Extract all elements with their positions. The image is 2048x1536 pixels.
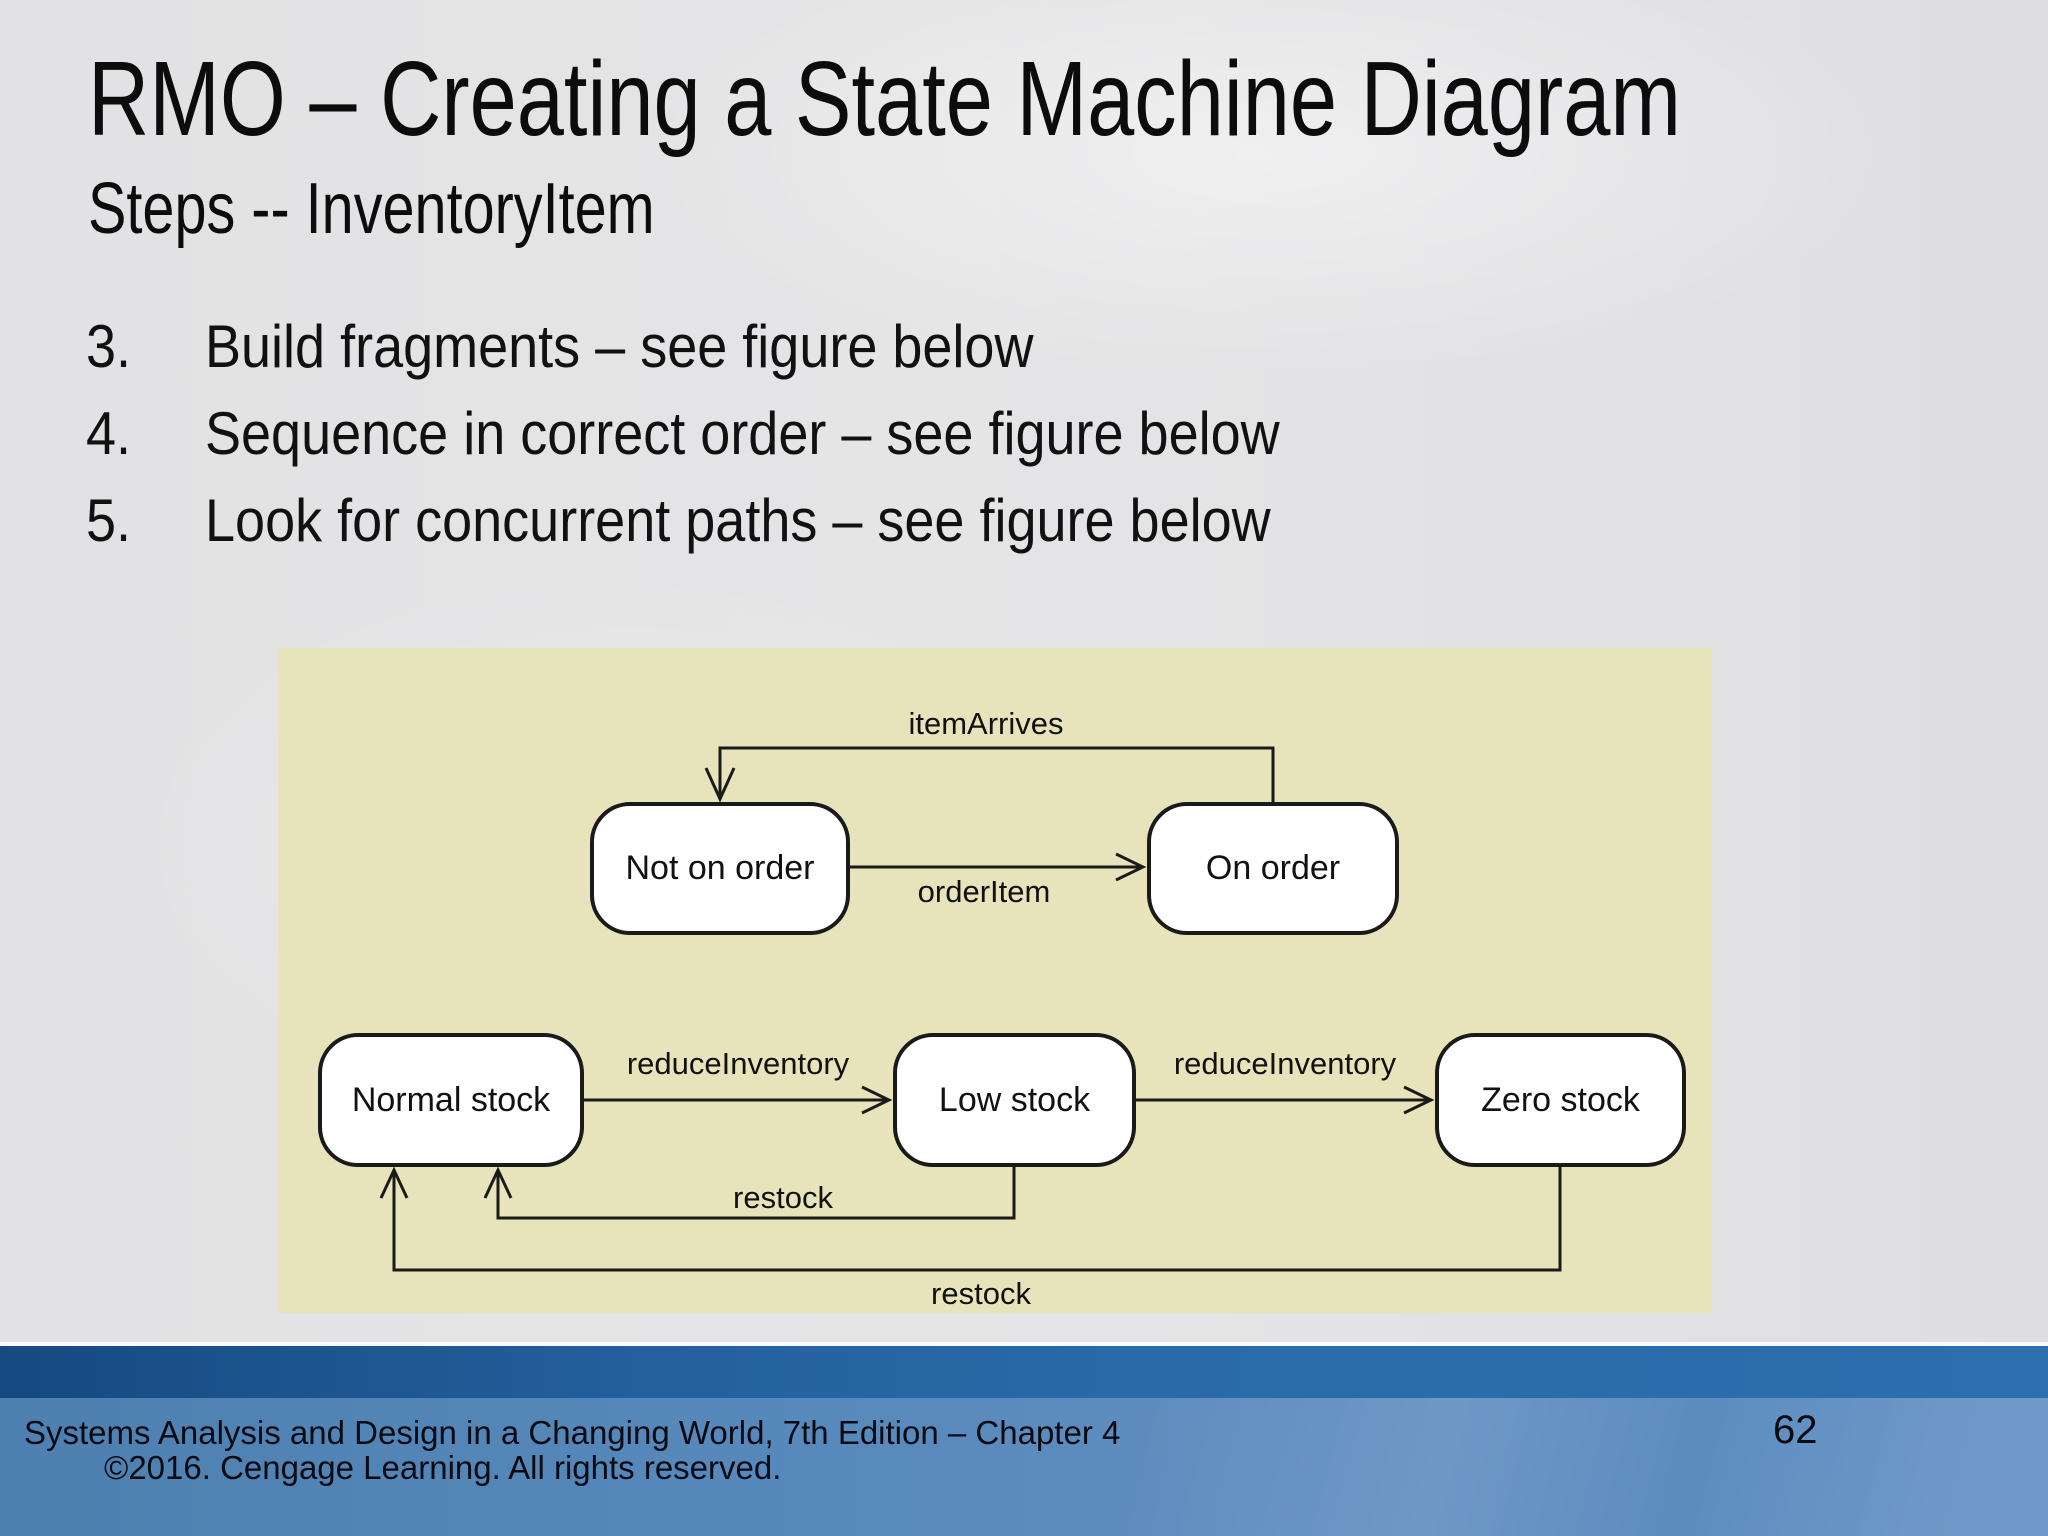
state-label: Low stock <box>938 1080 1091 1119</box>
transition-label-reduce-inventory-1: reduceInventory <box>626 1046 850 1081</box>
transition-label-restock-1: restock <box>733 1180 833 1215</box>
state-label: Not on order <box>625 849 815 887</box>
list-item: 3. Build fragments – see figure below <box>0 305 1700 389</box>
state-machine-diagram-panel: Not on order On order Normal stock Low s… <box>278 648 1712 1313</box>
state-normal-stock: Normal stock <box>318 1033 584 1167</box>
list-item-number: 4. <box>86 400 132 467</box>
footer-credit-line1: Systems Analysis and Design in a Changin… <box>24 1414 1121 1451</box>
list-item-text: Build fragments – see figure below <box>205 313 1034 380</box>
footer-light-blue-band <box>0 1398 2048 1536</box>
state-not-on-order: Not on order <box>590 802 850 935</box>
list-item-text: Sequence in correct order – see figure b… <box>205 400 1280 467</box>
slide-subtitle: Steps -- InventoryItem <box>88 166 796 252</box>
list-item-text: Look for concurrent paths – see figure b… <box>205 487 1271 554</box>
edge-restock-2 <box>392 1167 1562 1272</box>
transition-label-restock-2: restock <box>931 1276 1031 1311</box>
edge-restock-1 <box>496 1167 1016 1220</box>
footer-credit-line2: ©2016. Cengage Learning. All rights rese… <box>104 1449 782 1486</box>
arrowhead-up-icon <box>483 1166 513 1199</box>
state-label: On order <box>1205 849 1341 887</box>
footer-dark-blue-band <box>0 1346 2048 1398</box>
list-item-number: 5. <box>86 487 132 554</box>
list-item: 4. Sequence in correct order – see figur… <box>0 392 1700 476</box>
arrowhead-down-icon <box>704 767 736 803</box>
state-label: Zero stock <box>1481 1080 1640 1119</box>
transition-label-item-arrives: itemArrives <box>908 706 1064 741</box>
list-item: 5. Look for concurrent paths – see figur… <box>0 479 1700 563</box>
list-item-number: 3. <box>86 313 132 380</box>
arrowhead-right-icon <box>1403 1085 1435 1115</box>
slide-title: RMO – Creating a State Machine Diagram <box>88 36 2048 163</box>
transition-label-reduce-inventory-2: reduceInventory <box>1173 1046 1397 1081</box>
state-zero-stock: Zero stock <box>1435 1033 1686 1167</box>
slide-subtitle-text: Steps -- InventoryItem <box>88 169 655 249</box>
transition-label-order-item: orderItem <box>917 874 1051 909</box>
edge-item-arrives <box>718 746 1275 802</box>
page-number: 62 <box>1773 1408 1818 1452</box>
arrowhead-right-icon <box>1115 852 1147 882</box>
state-on-order: On order <box>1147 802 1399 935</box>
transition-arrows <box>379 746 1562 1272</box>
arrowhead-up-icon <box>379 1166 409 1199</box>
state-label: Normal stock <box>351 1080 551 1119</box>
footer-separator-line <box>0 1342 2048 1346</box>
arrowhead-right-icon <box>861 1085 893 1115</box>
slide-title-text: RMO – Creating a State Machine Diagram <box>88 40 1682 158</box>
state-low-stock: Low stock <box>893 1033 1136 1167</box>
